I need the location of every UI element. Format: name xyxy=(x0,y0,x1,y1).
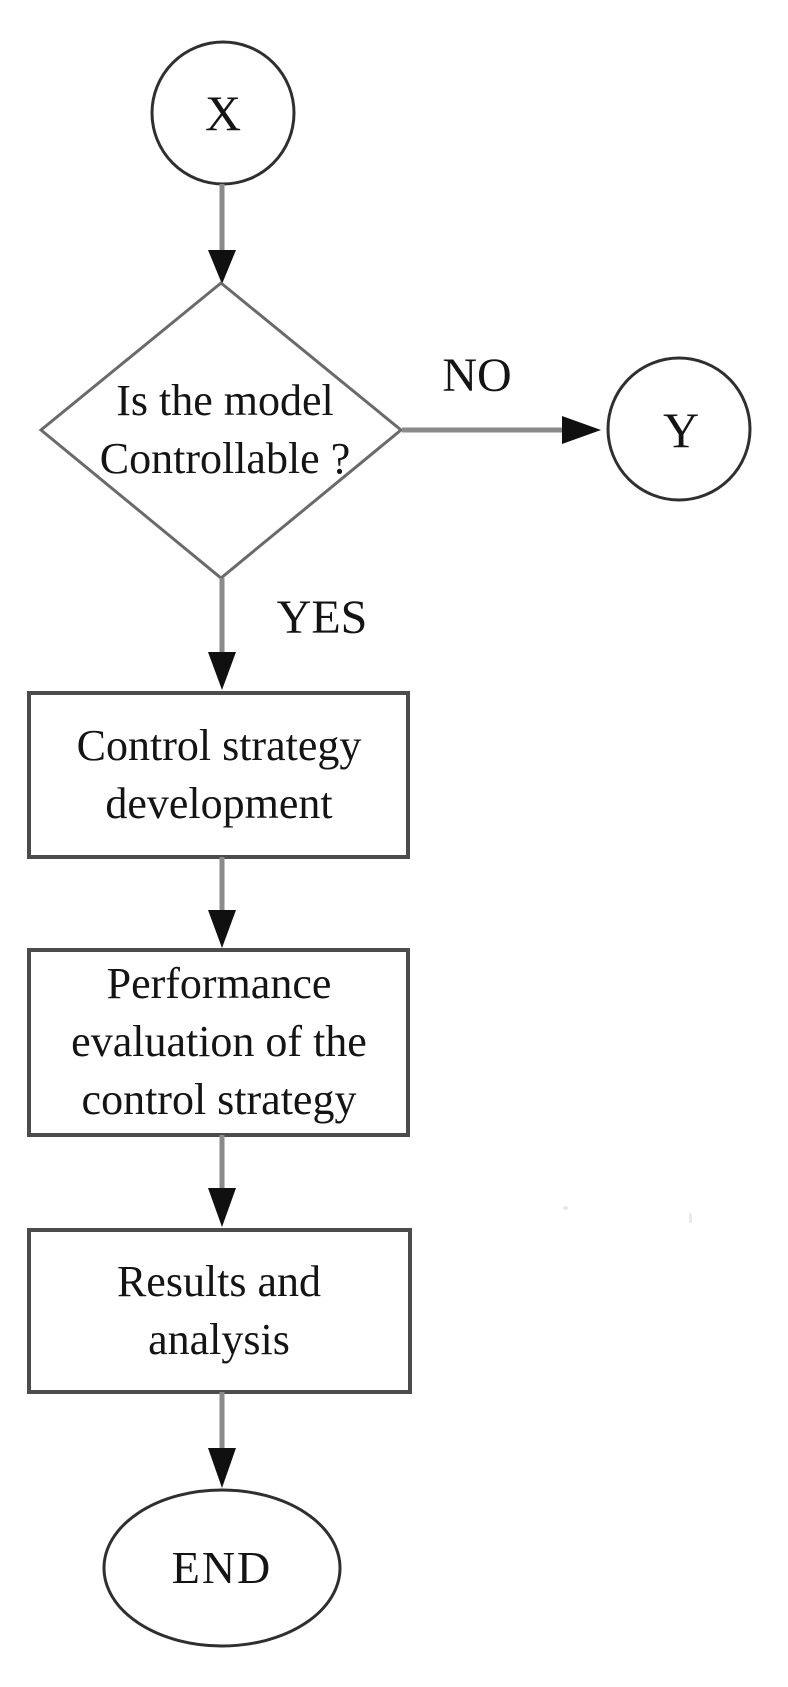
process1-label-line2: development xyxy=(105,779,333,828)
decision-node-label-line1: Is the model xyxy=(116,376,334,425)
process2-label-line3: control strategy xyxy=(81,1075,357,1124)
process3-label-line2: analysis xyxy=(148,1315,290,1364)
end-node-ellipse xyxy=(102,1488,342,1648)
no-target-node-circle xyxy=(606,356,752,502)
process1-node-label: Control strategy development xyxy=(77,717,362,833)
process2-label-line1: Performance xyxy=(106,959,332,1008)
no-branch-label: NO xyxy=(442,349,512,402)
arrowhead-process1-to-process2 xyxy=(208,910,236,948)
arrowhead-decision-to-y xyxy=(562,416,601,444)
arrowhead-process2-to-process3 xyxy=(208,1188,236,1227)
process2-node-label: Performance evaluation of the control st… xyxy=(71,955,367,1129)
arrowhead-x-to-decision xyxy=(208,250,236,284)
process2-node-rect xyxy=(27,948,410,1137)
process2-label-line2: evaluation of the xyxy=(71,1017,367,1066)
decision-node-label: Is the model Controllable ? xyxy=(100,372,351,488)
yes-branch-label: YES xyxy=(276,591,368,644)
process3-node-rect xyxy=(27,1228,412,1394)
arrowhead-decision-to-process1 xyxy=(208,652,236,690)
no-target-node-label: Y xyxy=(662,402,700,458)
scan-artifact-dot xyxy=(563,1206,568,1210)
process1-node-rect xyxy=(27,691,410,859)
scan-artifact-mark xyxy=(689,1213,692,1223)
end-node-label: END xyxy=(171,1542,273,1593)
arrowhead-process3-to-end xyxy=(208,1448,236,1488)
process3-node-label: Results and analysis xyxy=(117,1253,321,1369)
process1-label-line1: Control strategy xyxy=(76,721,362,770)
process3-label-line1: Results and xyxy=(116,1257,322,1306)
decision-node-label-line2: Controllable ? xyxy=(99,434,351,483)
start-node-label: X xyxy=(204,85,242,141)
